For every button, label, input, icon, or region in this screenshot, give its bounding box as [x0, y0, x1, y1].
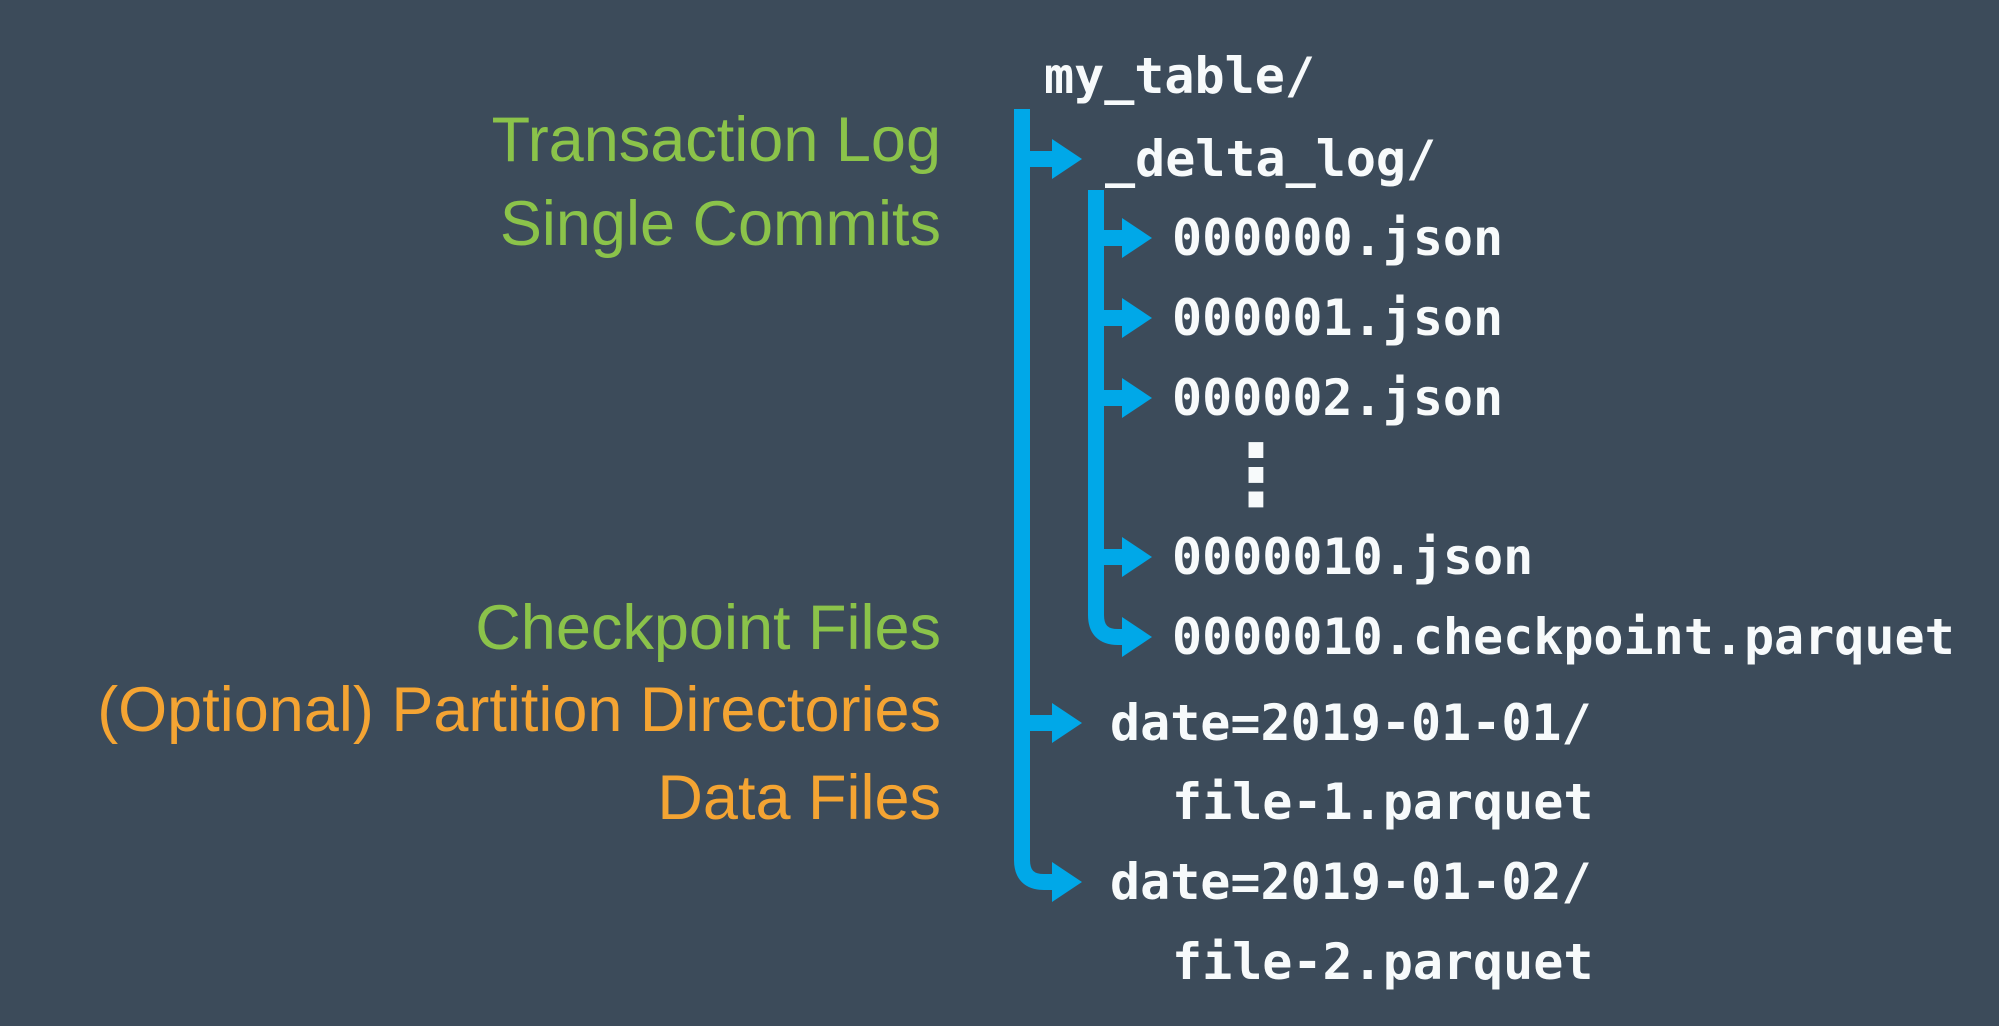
- tree-item-date-2019-01-01: date=2019-01-01/: [1110, 694, 1592, 752]
- tree-item-delta-log: _delta_log/: [1105, 130, 1437, 188]
- arrow-icon: [1052, 139, 1082, 179]
- tree-item-json-0000010: 0000010.json: [1172, 528, 1534, 586]
- tree-item-file-2-parquet: file-2.parquet: [1172, 933, 1594, 991]
- tree-item-date-2019-01-02: date=2019-01-02/: [1110, 853, 1592, 911]
- tree-item-json-000000: 000000.json: [1172, 209, 1504, 267]
- vertical-ellipsis-icon: ⋮: [1214, 426, 1298, 524]
- label-checkpoint-files: Checkpoint Files: [475, 593, 941, 663]
- label-partition-directories: (Optional) Partition Directories: [97, 675, 941, 745]
- arrow-icon: [1122, 617, 1152, 657]
- label-transaction-log: Transaction Log: [491, 105, 941, 175]
- arrow-icon: [1122, 298, 1152, 338]
- tree-item-json-000001: 000001.json: [1172, 289, 1504, 347]
- arrow-icon: [1122, 537, 1152, 577]
- arrow-icon: [1052, 703, 1082, 743]
- label-data-files: Data Files: [657, 763, 941, 833]
- label-single-commits: Single Commits: [499, 189, 941, 259]
- tree-item-file-1-parquet: file-1.parquet: [1172, 773, 1594, 831]
- trunk-line-root: [1014, 109, 1052, 890]
- tree-item-checkpoint-parquet: 0000010.checkpoint.parquet: [1172, 608, 1955, 666]
- arrow-icon: [1122, 218, 1152, 258]
- tree-item-json-000002: 000002.json: [1172, 369, 1504, 427]
- trunk-line-delta-log: [1088, 190, 1122, 645]
- arrow-icon: [1052, 862, 1082, 902]
- arrow-icon: [1122, 378, 1152, 418]
- tree-item-my-table: my_table/: [1044, 47, 1315, 105]
